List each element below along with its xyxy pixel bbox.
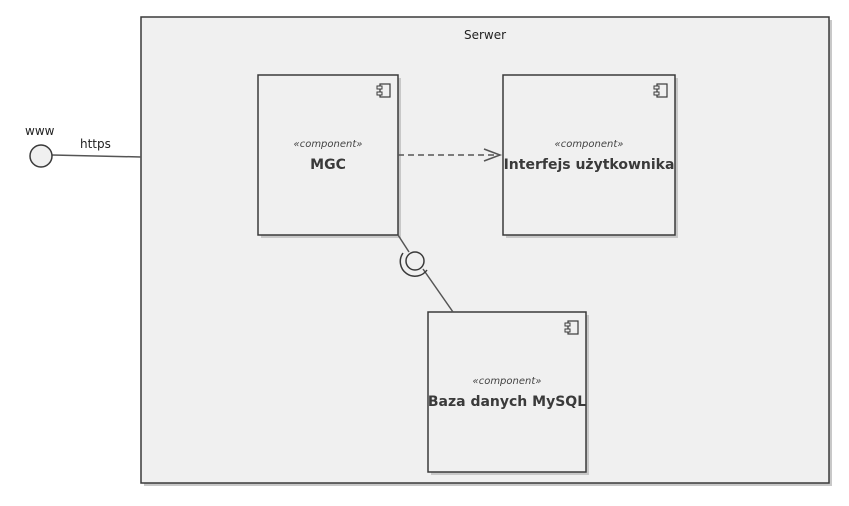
component-ui-stereotype: «component»	[555, 139, 624, 150]
component-icon	[564, 320, 579, 335]
component-db[interactable]: «component» Baza danych MySQL	[427, 311, 589, 475]
dependency-arrowhead	[483, 148, 503, 162]
www-interface[interactable]: www https	[25, 124, 142, 168]
required-interface-socket	[399, 252, 428, 277]
component-mgc-stereotype: «component»	[294, 139, 363, 150]
component-db-box	[427, 311, 587, 473]
component-mgc-box	[257, 74, 399, 236]
provided-interface-ball	[405, 251, 425, 271]
component-ui-box	[502, 74, 676, 236]
component-mgc-name: MGC	[310, 157, 346, 173]
component-icon	[653, 83, 668, 98]
component-icon	[376, 83, 391, 98]
www-interface-label: www	[25, 124, 55, 138]
https-connector-label: https	[80, 137, 111, 151]
provided-interface-line	[422, 268, 454, 313]
component-ui-name: Interfejs użytkownika	[504, 157, 675, 173]
server-node-label: Serwer	[464, 28, 506, 42]
dependency-mgc-ui[interactable]	[398, 148, 503, 162]
component-db-name: Baza danych MySQL	[428, 394, 586, 410]
server-node[interactable]: Serwer	[140, 16, 832, 486]
www-interface-circle	[29, 144, 53, 168]
https-connector-line	[51, 154, 142, 158]
component-ui[interactable]: «component» Interfejs użytkownika	[502, 74, 678, 238]
component-db-stereotype: «component»	[473, 376, 542, 387]
component-mgc[interactable]: «component» MGC	[257, 74, 401, 238]
assembly-db-mgc[interactable]	[397, 234, 454, 313]
required-interface-line	[397, 234, 410, 253]
